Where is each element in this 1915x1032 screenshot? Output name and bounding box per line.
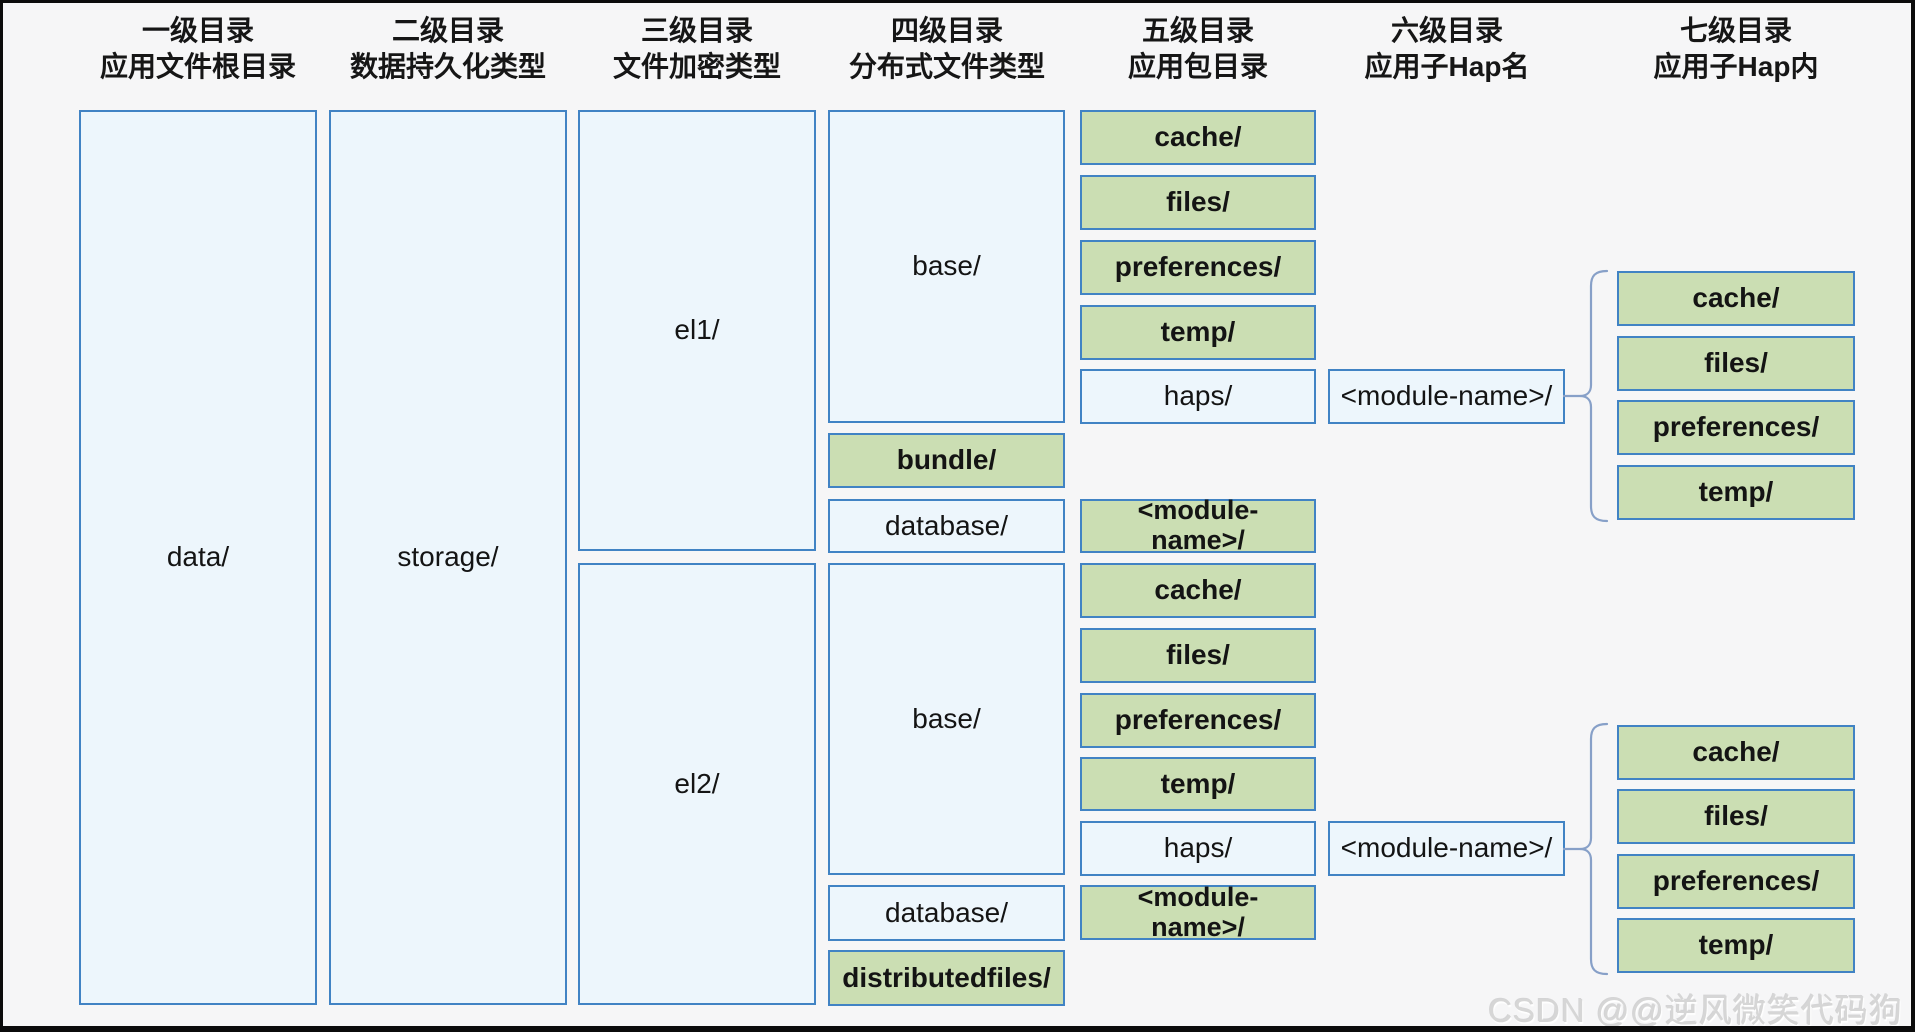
el1-hap-module-name-label: <module-name>/ xyxy=(1340,380,1553,412)
el2-database-label: database/ xyxy=(885,896,1008,928)
header-level-2-line1: 二级目录 xyxy=(391,15,504,46)
el1-files-label: files/ xyxy=(1166,186,1230,218)
header-level-5-line1: 五级目录 xyxy=(1141,15,1254,46)
header-level-4: 四级目录 分布式文件类型 xyxy=(797,13,1097,85)
el2-distributedfiles-box: distributedfiles/ xyxy=(828,950,1065,1006)
el1-hap-temp-label: temp/ xyxy=(1698,476,1774,508)
el1-preferences-label: preferences/ xyxy=(1114,251,1282,283)
header-level-2-line2: 数据持久化类型 xyxy=(349,51,546,82)
el1-label: el1/ xyxy=(674,314,720,346)
el1-temp-label: temp/ xyxy=(1160,316,1236,348)
header-level-4-line2: 分布式文件类型 xyxy=(848,51,1045,82)
el2-haps-box: haps/ xyxy=(1080,821,1316,876)
el2-cache-label: cache/ xyxy=(1154,574,1242,606)
el2-files-box: files/ xyxy=(1080,628,1316,683)
el2-hap-cache-label: cache/ xyxy=(1692,736,1780,768)
storage-label: storage/ xyxy=(397,541,499,573)
el1-hap-cache-box: cache/ xyxy=(1617,271,1855,326)
header-level-7: 七级目录 应用子Hap内 xyxy=(1586,13,1886,85)
header-level-5: 五级目录 应用包目录 xyxy=(1048,13,1348,85)
el2-module-name-green-box: <module- name>/ xyxy=(1080,881,1316,942)
header-level-6-line2: 应用子Hap名 xyxy=(1364,51,1530,82)
header-level-6: 六级目录 应用子Hap名 xyxy=(1297,13,1597,85)
el1-base-label: base/ xyxy=(912,250,981,282)
el2-hap-preferences-label: preferences/ xyxy=(1652,865,1820,897)
el1-box: el1/ xyxy=(578,110,816,551)
el1-module-name-line1: <module- xyxy=(1137,495,1259,526)
el2-preferences-label: preferences/ xyxy=(1114,704,1282,736)
el1-cache-box: cache/ xyxy=(1080,110,1316,165)
el1-database-label: database/ xyxy=(885,509,1008,541)
el2-temp-box: temp/ xyxy=(1080,757,1316,811)
el2-hap-preferences-box: preferences/ xyxy=(1617,854,1855,909)
header-level-2: 二级目录 数据持久化类型 xyxy=(298,13,598,85)
group-brace-el1-icon xyxy=(1563,269,1609,523)
el1-hap-files-label: files/ xyxy=(1704,347,1768,379)
el2-module-name-line1: <module- xyxy=(1137,881,1259,912)
el2-haps-label: haps/ xyxy=(1163,832,1233,864)
el2-hap-files-box: files/ xyxy=(1617,789,1855,844)
el1-hap-preferences-label: preferences/ xyxy=(1652,411,1820,443)
el1-database-box: database/ xyxy=(828,499,1065,553)
el1-preferences-box: preferences/ xyxy=(1080,240,1316,295)
el1-hap-cache-label: cache/ xyxy=(1692,282,1780,314)
data-root-box: data/ xyxy=(79,110,317,1005)
el1-cache-label: cache/ xyxy=(1154,121,1242,153)
data-root-label: data/ xyxy=(166,541,230,573)
el2-hap-module-name-label: <module-name>/ xyxy=(1340,832,1553,864)
el2-hap-module-name-box: <module-name>/ xyxy=(1328,821,1565,876)
el2-distributedfiles-label: distributedfiles/ xyxy=(842,961,1051,993)
header-level-3: 三级目录 文件加密类型 xyxy=(547,13,847,85)
el2-database-box: database/ xyxy=(828,885,1065,941)
header-level-1: 一级目录 应用文件根目录 xyxy=(48,13,348,85)
el2-temp-label: temp/ xyxy=(1160,767,1236,799)
csdn-watermark: CSDN @@逆风微笑代码狗 xyxy=(1488,992,1903,1029)
el1-base-box: base/ xyxy=(828,110,1065,423)
el2-hap-cache-box: cache/ xyxy=(1617,725,1855,780)
el2-cache-box: cache/ xyxy=(1080,563,1316,618)
el2-label: el2/ xyxy=(674,767,720,799)
el2-hap-files-label: files/ xyxy=(1704,800,1768,832)
el1-hap-temp-box: temp/ xyxy=(1617,465,1855,520)
el2-base-box: base/ xyxy=(828,563,1065,875)
header-level-1-line2: 应用文件根目录 xyxy=(99,51,296,82)
header-level-7-line2: 应用子Hap内 xyxy=(1653,51,1819,82)
el2-base-label: base/ xyxy=(912,702,981,734)
el1-haps-label: haps/ xyxy=(1163,380,1233,412)
el2-module-name-line2: name>/ xyxy=(1151,911,1245,942)
el1-bundle-label: bundle/ xyxy=(896,444,997,476)
el1-hap-module-name-box: <module-name>/ xyxy=(1328,369,1565,424)
el1-hap-files-box: files/ xyxy=(1617,336,1855,391)
el1-module-name-green-box: <module- name>/ xyxy=(1080,495,1316,555)
el1-files-box: files/ xyxy=(1080,175,1316,230)
el2-hap-temp-box: temp/ xyxy=(1617,918,1855,973)
header-level-7-line1: 七级目录 xyxy=(1679,15,1792,46)
el2-hap-temp-label: temp/ xyxy=(1698,929,1774,961)
el1-bundle-box: bundle/ xyxy=(828,433,1065,488)
header-level-3-line2: 文件加密类型 xyxy=(612,51,781,82)
group-brace-el2-icon xyxy=(1563,722,1609,976)
el1-hap-preferences-box: preferences/ xyxy=(1617,400,1855,455)
el1-module-name-line2: name>/ xyxy=(1151,525,1245,555)
el1-haps-box: haps/ xyxy=(1080,369,1316,424)
el2-preferences-box: preferences/ xyxy=(1080,693,1316,748)
header-level-4-line1: 四级目录 xyxy=(890,15,1003,46)
header-level-5-line2: 应用包目录 xyxy=(1127,51,1268,82)
header-level-1-line1: 一级目录 xyxy=(141,15,254,46)
storage-box: storage/ xyxy=(329,110,567,1005)
el1-temp-box: temp/ xyxy=(1080,305,1316,360)
header-level-6-line1: 六级目录 xyxy=(1390,15,1503,46)
header-level-3-line1: 三级目录 xyxy=(640,15,753,46)
el2-files-label: files/ xyxy=(1166,639,1230,671)
el2-box: el2/ xyxy=(578,563,816,1005)
